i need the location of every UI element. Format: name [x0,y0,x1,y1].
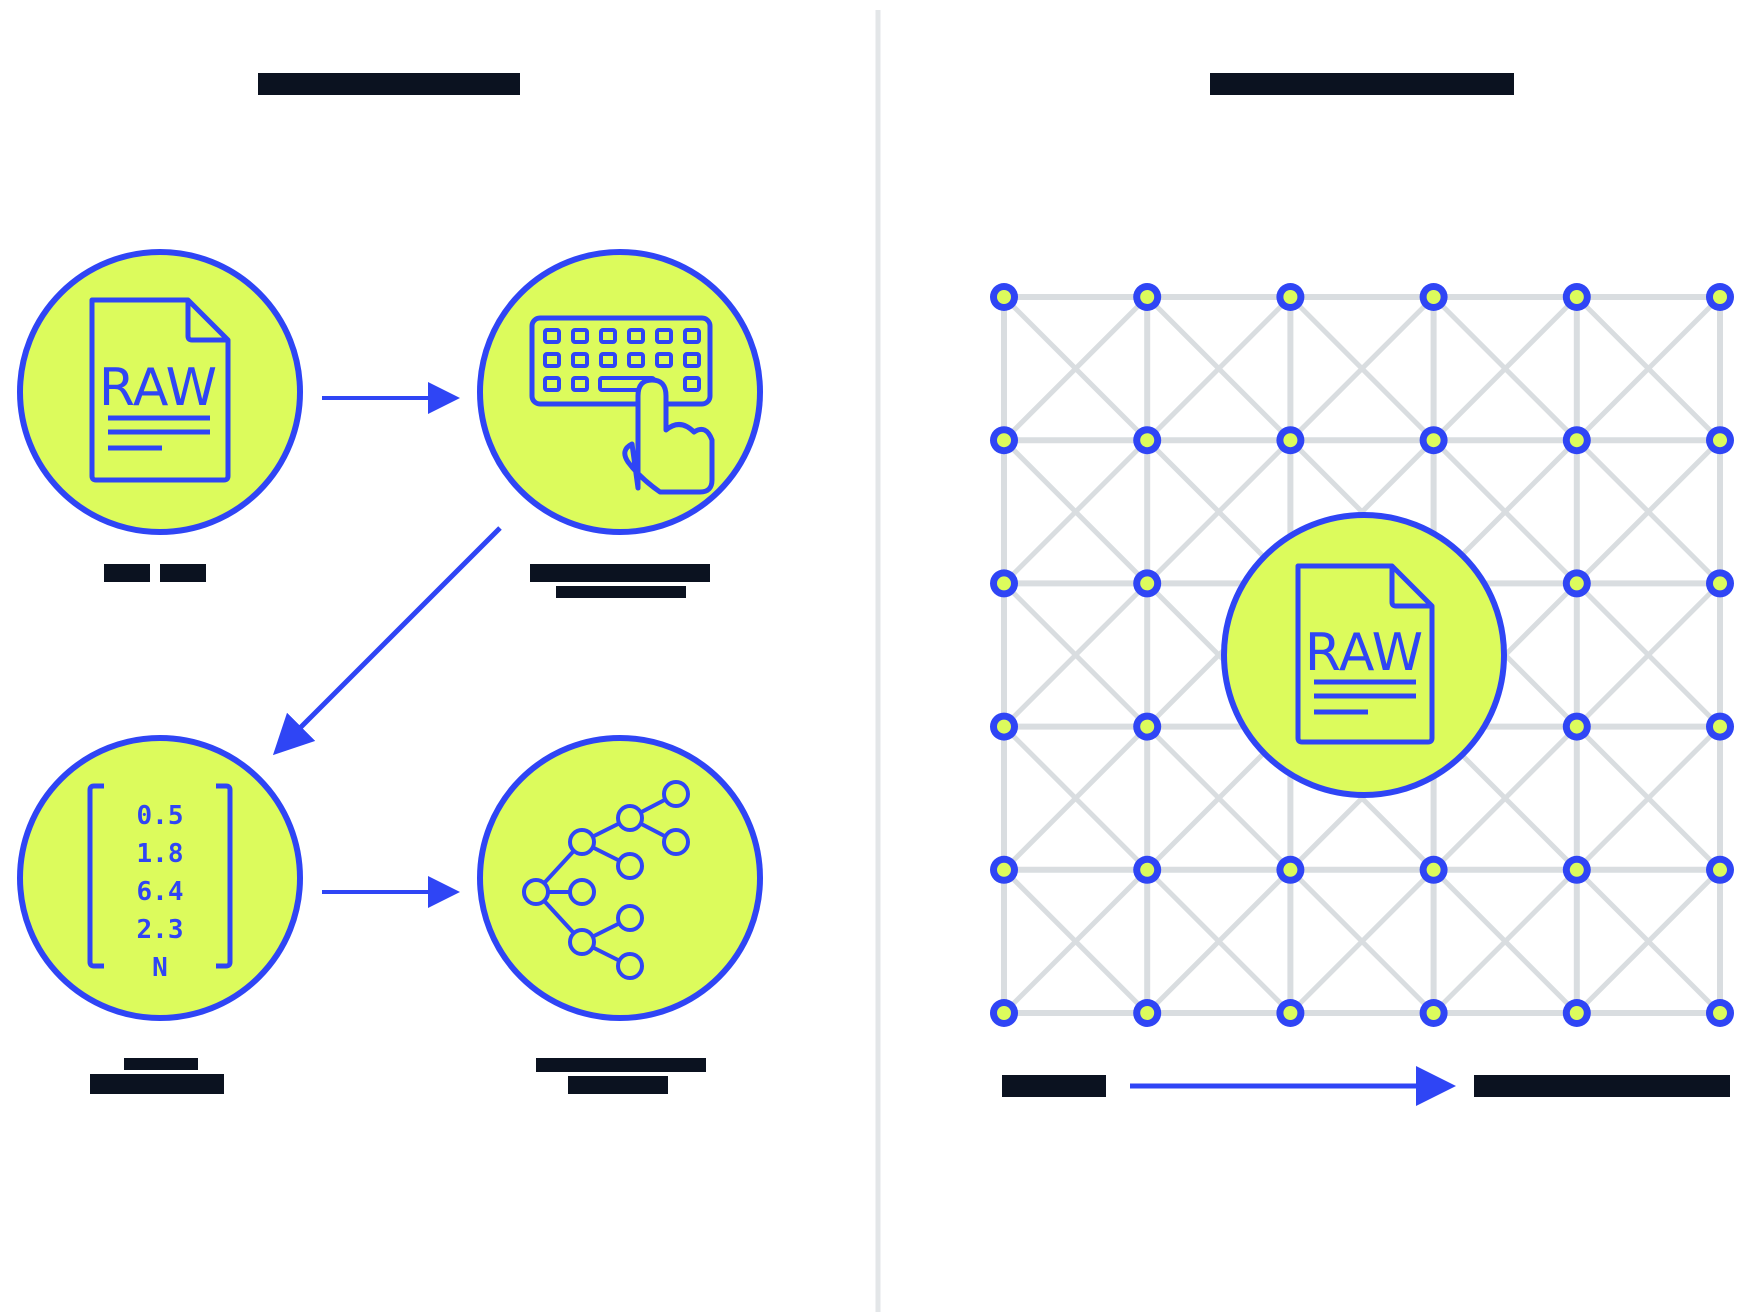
node-feature-engineering [477,249,763,535]
mesh-line [1145,438,1293,586]
mesh-line [1002,868,1149,1015]
node-circle [477,735,763,1021]
vector-value: N [152,953,168,983]
raw-doc-text: RAW [1305,623,1423,683]
mesh-node-center [1426,1006,1441,1020]
key [571,352,589,368]
mesh-line [1575,724,1722,872]
mesh-node-center [1426,433,1441,448]
mesh-node-center [1569,862,1584,877]
vector-bracket-icon [87,783,233,969]
mesh-node-center [1713,1006,1727,1020]
mesh-line [1575,295,1722,442]
mesh-line [1575,868,1722,1015]
mesh-line [1575,438,1722,586]
mesh-node-center [1283,433,1298,448]
mesh-node-center [1713,719,1727,734]
label-bar [536,1058,706,1072]
mesh-node-center [1140,862,1155,877]
mesh-line [1002,582,1435,1015]
raw-doc-text: RAW [99,358,217,418]
label-bar [568,1076,668,1094]
key [655,352,673,368]
right-panel: RAW [990,73,1734,1106]
mesh-node-center [997,1006,1011,1020]
mesh-node-center [997,290,1011,304]
key [627,328,645,344]
key [683,352,701,368]
label-bar [556,586,686,598]
mesh-node-center [1569,719,1584,734]
vector-value: 6.4 [137,877,184,907]
mesh-line [1145,295,1293,442]
key [627,352,645,368]
mesh-node-center [997,433,1011,448]
mesh-line [1289,295,1722,728]
mesh-line [1431,295,1579,442]
key [543,376,561,392]
mesh-node-center [1569,290,1584,304]
keyboard-hand-icon [529,315,715,495]
mesh-line [1145,868,1293,1015]
mesh-node-center [1426,290,1441,304]
left-panel: RAW 0.5 1.8 6.4 2.3 N [17,73,763,1094]
mesh-node-center [1140,433,1155,448]
key [543,352,561,368]
label-bar [160,564,206,582]
key [655,328,673,344]
mesh-node-center [1569,433,1584,448]
mesh-line [1431,868,1579,1015]
mesh-line [1002,724,1149,872]
mesh-node-center [997,719,1011,734]
arrow-feature-to-vector [272,526,502,756]
node-raw-data: RAW [17,249,303,535]
node-raw-data-center: RAW [1221,512,1507,798]
key [571,376,589,392]
mesh-node-center [997,862,1011,877]
key [571,328,589,344]
mesh-node-center [1140,719,1155,734]
label-bar [104,564,150,582]
mesh-node-center [1569,576,1584,591]
mesh-node-center [1713,290,1727,304]
label-bar [124,1058,198,1070]
mesh-line [1431,724,1579,872]
mesh-node-center [1569,1006,1584,1020]
mesh-node-center [1283,290,1298,304]
mesh-node-center [1283,1006,1298,1020]
mesh-node-center [997,576,1011,591]
axis-end-bar [1474,1075,1730,1097]
node-feature-vector: 0.5 1.8 6.4 2.3 N [17,735,303,1021]
vector-value: 0.5 [137,801,184,831]
key [599,352,617,368]
mesh-node-center [1713,862,1727,877]
label-bar [90,1074,224,1094]
key [683,328,701,344]
mesh-node-center [1283,862,1298,877]
left-title-bar [258,73,520,95]
label-bar [530,564,710,582]
mesh-node-center [1426,862,1441,877]
raw-file-icon [89,297,231,483]
tree-network-icon [522,780,690,980]
mesh-node-center [1140,290,1155,304]
mesh-node-center [1140,1006,1155,1020]
mesh-line [1002,438,1149,586]
key [683,376,701,392]
raw-file-icon [1295,563,1435,745]
key [543,328,561,344]
mesh-node-center [1713,576,1727,591]
vector-value: 2.3 [137,915,184,945]
mesh-line [1002,295,1149,442]
axis-start-bar [1002,1075,1106,1097]
vector-value: 1.8 [137,839,184,869]
mesh-node-center [1713,433,1727,448]
right-title-bar [1210,73,1514,95]
mesh-node-center [1140,576,1155,591]
node-ml-model [477,735,763,1021]
key [599,328,617,344]
